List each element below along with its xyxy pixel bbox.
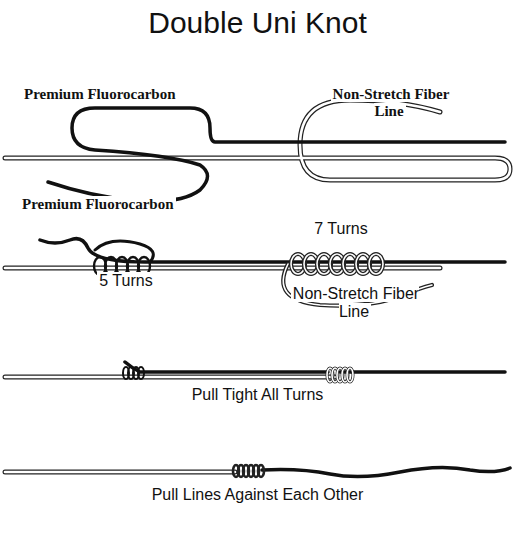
knot-turn (347, 368, 353, 382)
line-label: Pull Lines Against Each Other (150, 486, 366, 503)
line-label: Non-Stretch Fiber Line (291, 285, 419, 320)
label-holder: Premium Fluorocarbon (20, 196, 210, 213)
knot-turn (347, 368, 353, 382)
line-label: 7 Turns (312, 220, 369, 237)
line-label: Premium Fluorocarbon (20, 196, 176, 212)
fluorocarbon-line (40, 108, 510, 477)
knot-turns (94, 241, 432, 477)
line-label: 5 Turns (97, 272, 154, 289)
fiber-outline (5, 100, 510, 472)
knot-turn (258, 465, 264, 477)
line-label: Pull Tight All Turns (190, 386, 326, 403)
diagram-title: Double Uni Knot (0, 6, 515, 41)
label-holder: Non-Stretch Fiber Line (290, 285, 420, 322)
label-holder: Pull Tight All Turns (130, 386, 385, 404)
line-label: Non-Stretch Fiber Line (331, 86, 450, 119)
label-holder: 5 Turns (86, 272, 166, 290)
fiber-core (5, 100, 510, 472)
knot-turn (95, 241, 153, 262)
label-holder: Non-Stretch Fiber Line (330, 86, 450, 121)
knot-turn (369, 254, 383, 274)
label-holder: Pull Lines Against Each Other (90, 486, 425, 504)
label-holder: Premium Fluorocarbon (22, 86, 212, 103)
label-holder: 7 Turns (296, 220, 386, 238)
knot-turn (138, 367, 144, 379)
knot-turn (369, 254, 383, 274)
line-label: Premium Fluorocarbon (22, 86, 178, 102)
